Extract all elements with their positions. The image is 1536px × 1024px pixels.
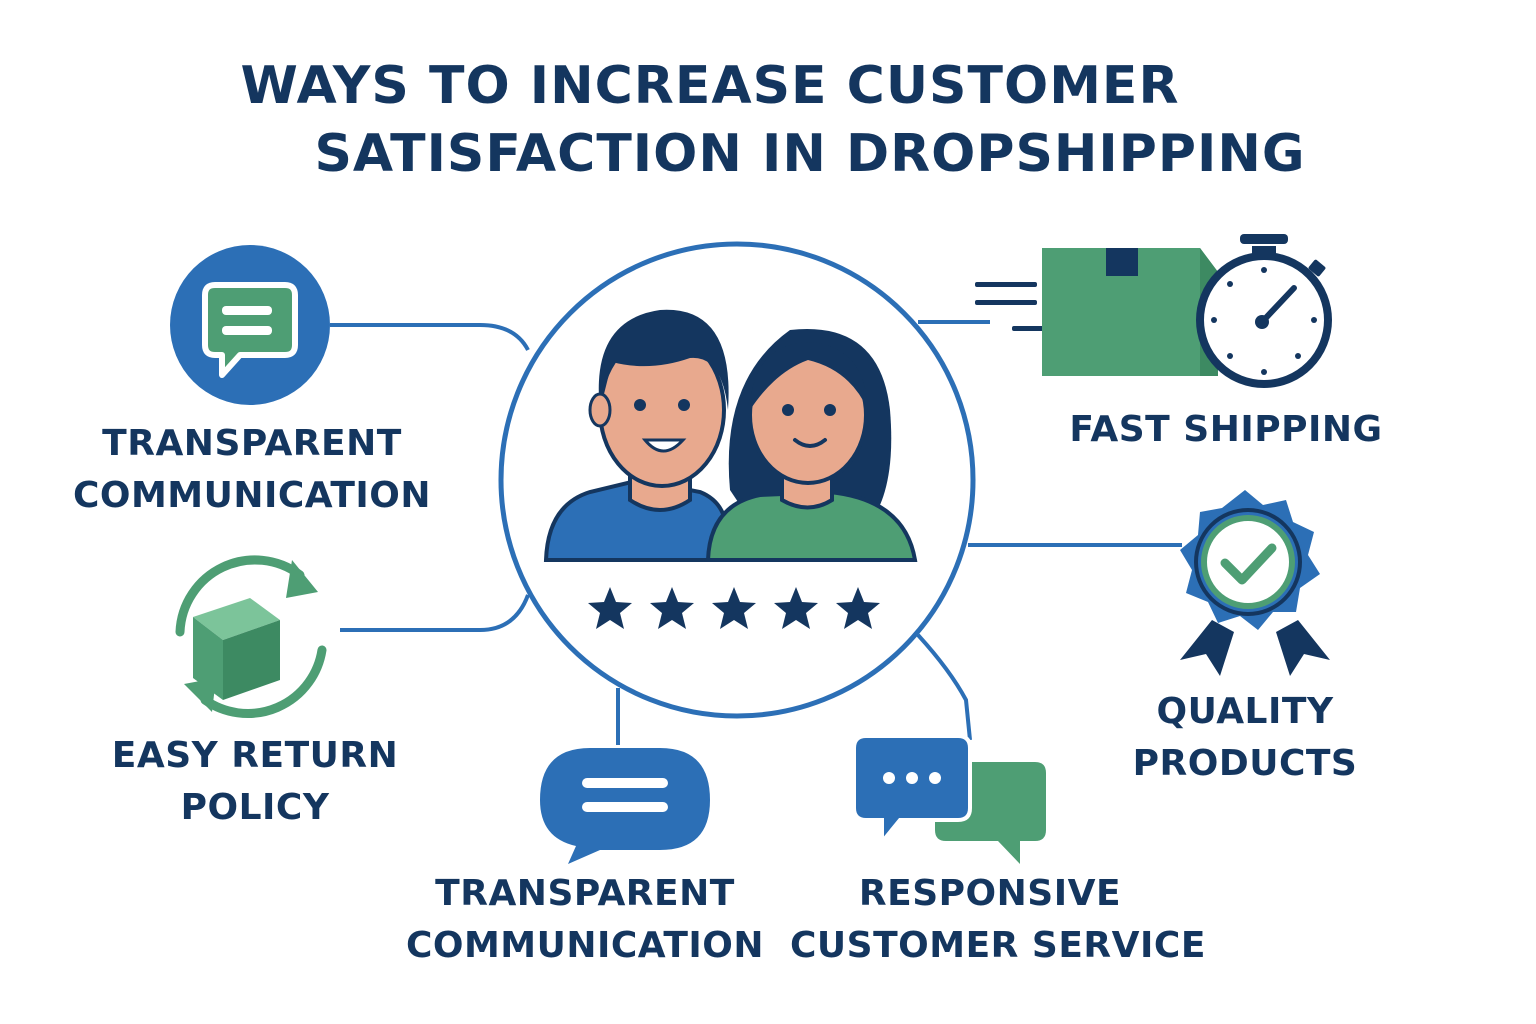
label-line: TRANSPARENT xyxy=(435,873,735,914)
label-line: TRANSPARENT xyxy=(102,423,402,464)
star-icon xyxy=(588,587,632,629)
label-transparent-communication-top: TRANSPARENT COMMUNICATION xyxy=(72,418,432,522)
speech-bubble-icon xyxy=(540,748,710,864)
rating-stars xyxy=(588,587,880,629)
connector-customer-service xyxy=(916,633,972,741)
page-title: WAYS TO INCREASE CUSTOMER SATISFACTION I… xyxy=(0,52,1420,188)
label-line: CUSTOMER SERVICE xyxy=(790,925,1206,966)
label-line: PRODUCTS xyxy=(1132,743,1358,784)
title-line-2: SATISFACTION IN DROPSHIPPING xyxy=(314,124,1306,184)
customers-icon xyxy=(543,309,918,562)
label-line: COMMUNICATION xyxy=(405,925,765,966)
connector-transparent-communication xyxy=(330,323,530,351)
label-responsive-customer-service: RESPONSIVE CUSTOMER SERVICE xyxy=(790,868,1206,972)
chat-bubbles-icon xyxy=(852,734,1046,864)
connector-easy-return xyxy=(340,594,530,632)
star-icon xyxy=(774,587,818,629)
label-quality-products: QUALITY PRODUCTS xyxy=(1120,686,1370,790)
label-line: FAST SHIPPING xyxy=(1069,409,1383,450)
label-line: QUALITY xyxy=(1156,691,1334,732)
label-easy-return-policy: EASY RETURN POLICY xyxy=(100,730,410,834)
star-icon xyxy=(650,587,694,629)
label-transparent-communication-bottom: TRANSPARENT COMMUNICATION xyxy=(400,868,770,972)
star-icon xyxy=(712,587,756,629)
connector-lines xyxy=(330,320,1182,745)
shipping-stopwatch-icon xyxy=(975,234,1332,388)
quality-badge-icon xyxy=(1180,490,1330,676)
title-line-1: WAYS TO INCREASE CUSTOMER xyxy=(240,56,1180,116)
label-fast-shipping: FAST SHIPPING xyxy=(1066,404,1386,456)
label-line: POLICY xyxy=(180,787,330,828)
chat-message-icon xyxy=(170,245,330,405)
return-box-icon xyxy=(175,555,327,718)
label-line: COMMUNICATION xyxy=(72,475,432,516)
label-line: RESPONSIVE xyxy=(858,873,1122,914)
star-icon xyxy=(836,587,880,629)
label-line: EASY RETURN xyxy=(111,735,399,776)
